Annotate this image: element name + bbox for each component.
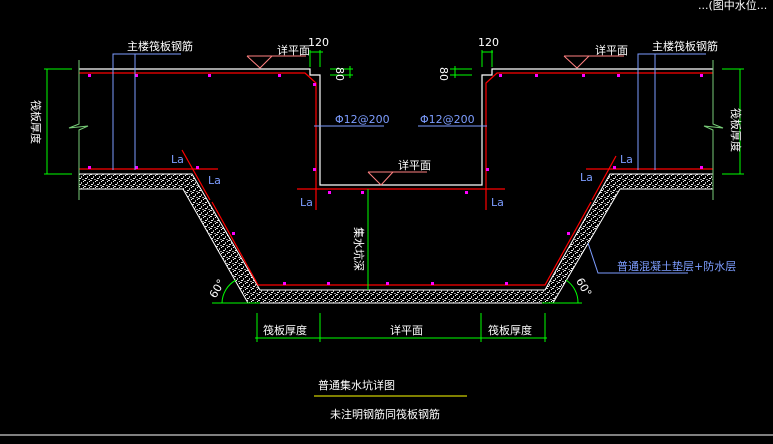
bottom-dim-left: 筏板厚度: [263, 323, 307, 337]
dim-80-right: 80: [437, 67, 450, 81]
top-right-text: ...(图中水位...: [698, 0, 767, 12]
rebar-dots: [88, 74, 703, 285]
label-la: La: [208, 174, 221, 187]
dim-80-left: 80: [333, 67, 346, 81]
label-see-plan-right: 详平面: [595, 43, 628, 57]
label-pit-depth: 集水坑深: [352, 227, 366, 271]
label-la: La: [620, 153, 633, 166]
label-rebar-left: Φ12@200: [335, 113, 390, 126]
label-angle-right: 60°: [573, 276, 594, 299]
label-rebar-right: Φ12@200: [420, 113, 475, 126]
dimension-lines: [44, 50, 744, 342]
slab-outline: [79, 68, 713, 186]
concrete-cushion: [78, 173, 714, 304]
bottom-dim-right: 筏板厚度: [488, 323, 532, 337]
label-slab-thickness-left: 筏板厚度: [29, 100, 43, 144]
label-main-rebar-left: 主楼筏板钢筋: [127, 39, 193, 53]
dim-120-right: 120: [478, 36, 499, 49]
label-la: La: [171, 153, 184, 166]
label-la: La: [580, 171, 593, 184]
label-la: La: [491, 196, 504, 209]
label-cushion: 普通混凝土垫层+防水层: [617, 259, 736, 273]
label-main-rebar-right: 主楼筏板钢筋: [652, 39, 718, 53]
bottom-dim-center: 详平面: [390, 323, 423, 337]
dim-120-left: 120: [308, 36, 329, 49]
leader-lines: [112, 53, 706, 274]
drawing-title: 普通集水坑详图: [318, 378, 395, 392]
drawing-subtitle: 未注明钢筋同筏板钢筋: [330, 407, 440, 421]
label-la: La: [300, 196, 313, 209]
label-see-plan-center: 详平面: [398, 158, 431, 172]
label-angle-left: 60°: [207, 277, 228, 300]
elevation-marks: [246, 55, 624, 186]
label-slab-thickness-right: 筏板厚度: [729, 108, 743, 152]
rebar-lines: [79, 72, 713, 286]
label-see-plan-left: 详平面: [277, 43, 310, 57]
